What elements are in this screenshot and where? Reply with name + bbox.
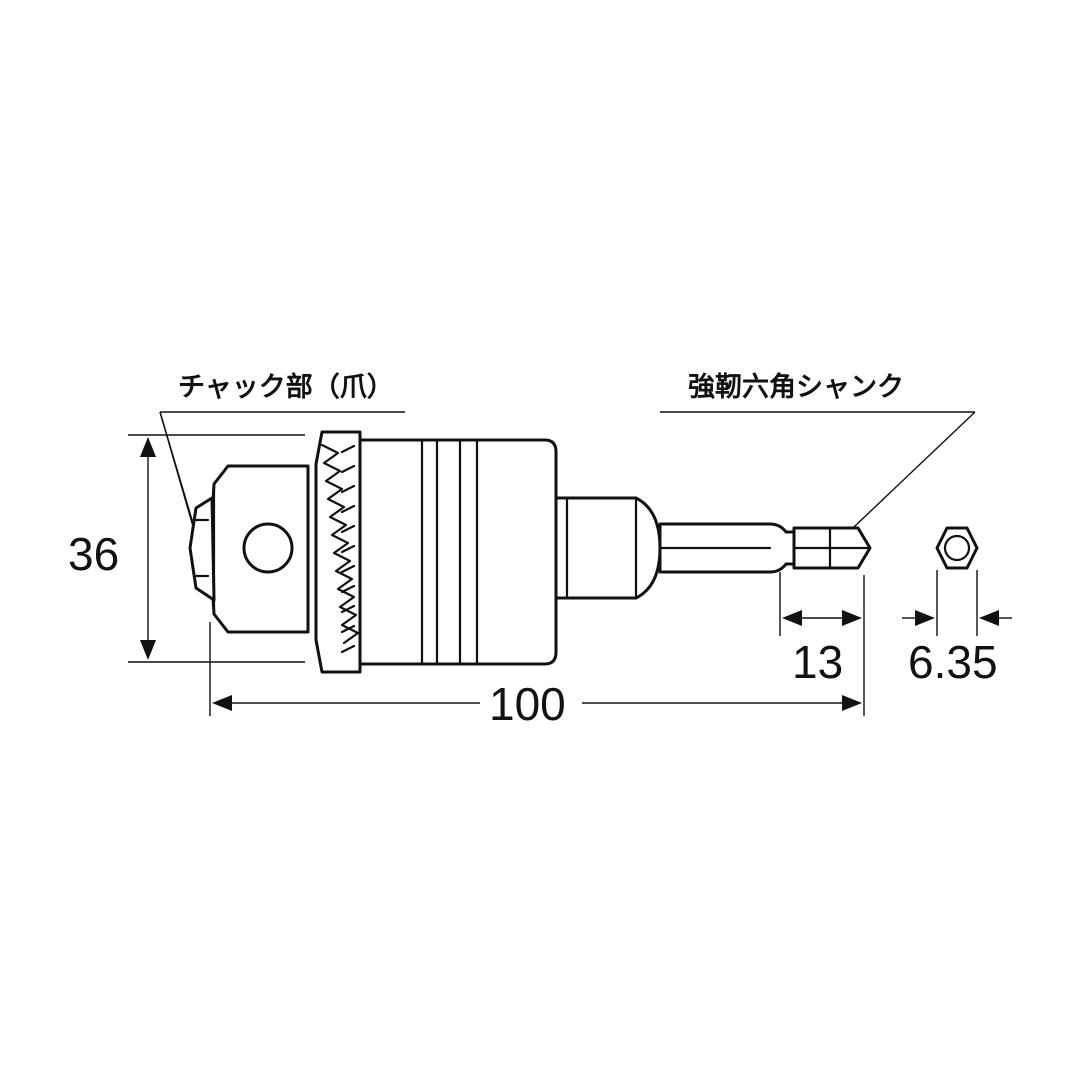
- knurl-teeth: [320, 443, 360, 654]
- dim-total-length-label: 100: [489, 678, 566, 730]
- dimension-hex-size: 6.35: [902, 570, 1012, 688]
- shank-label-leader: [660, 411, 976, 546]
- shank: [554, 496, 872, 600]
- dim-diameter-label: 36: [68, 528, 119, 580]
- chuck-body: [188, 430, 558, 674]
- dimension-diameter: 36: [68, 434, 305, 663]
- label-chuck-part: チャック部（爪）: [178, 371, 394, 403]
- key-hole: [242, 522, 294, 574]
- dimension-total-length: 100: [209, 575, 865, 730]
- label-hex-shank: 強靭六角シャンク: [688, 371, 904, 403]
- hex-end-view: [935, 526, 979, 570]
- dimension-shank-length: 13: [779, 572, 862, 688]
- dim-shank-length-label: 13: [792, 636, 843, 688]
- dim-hex-size-label: 6.35: [908, 636, 998, 688]
